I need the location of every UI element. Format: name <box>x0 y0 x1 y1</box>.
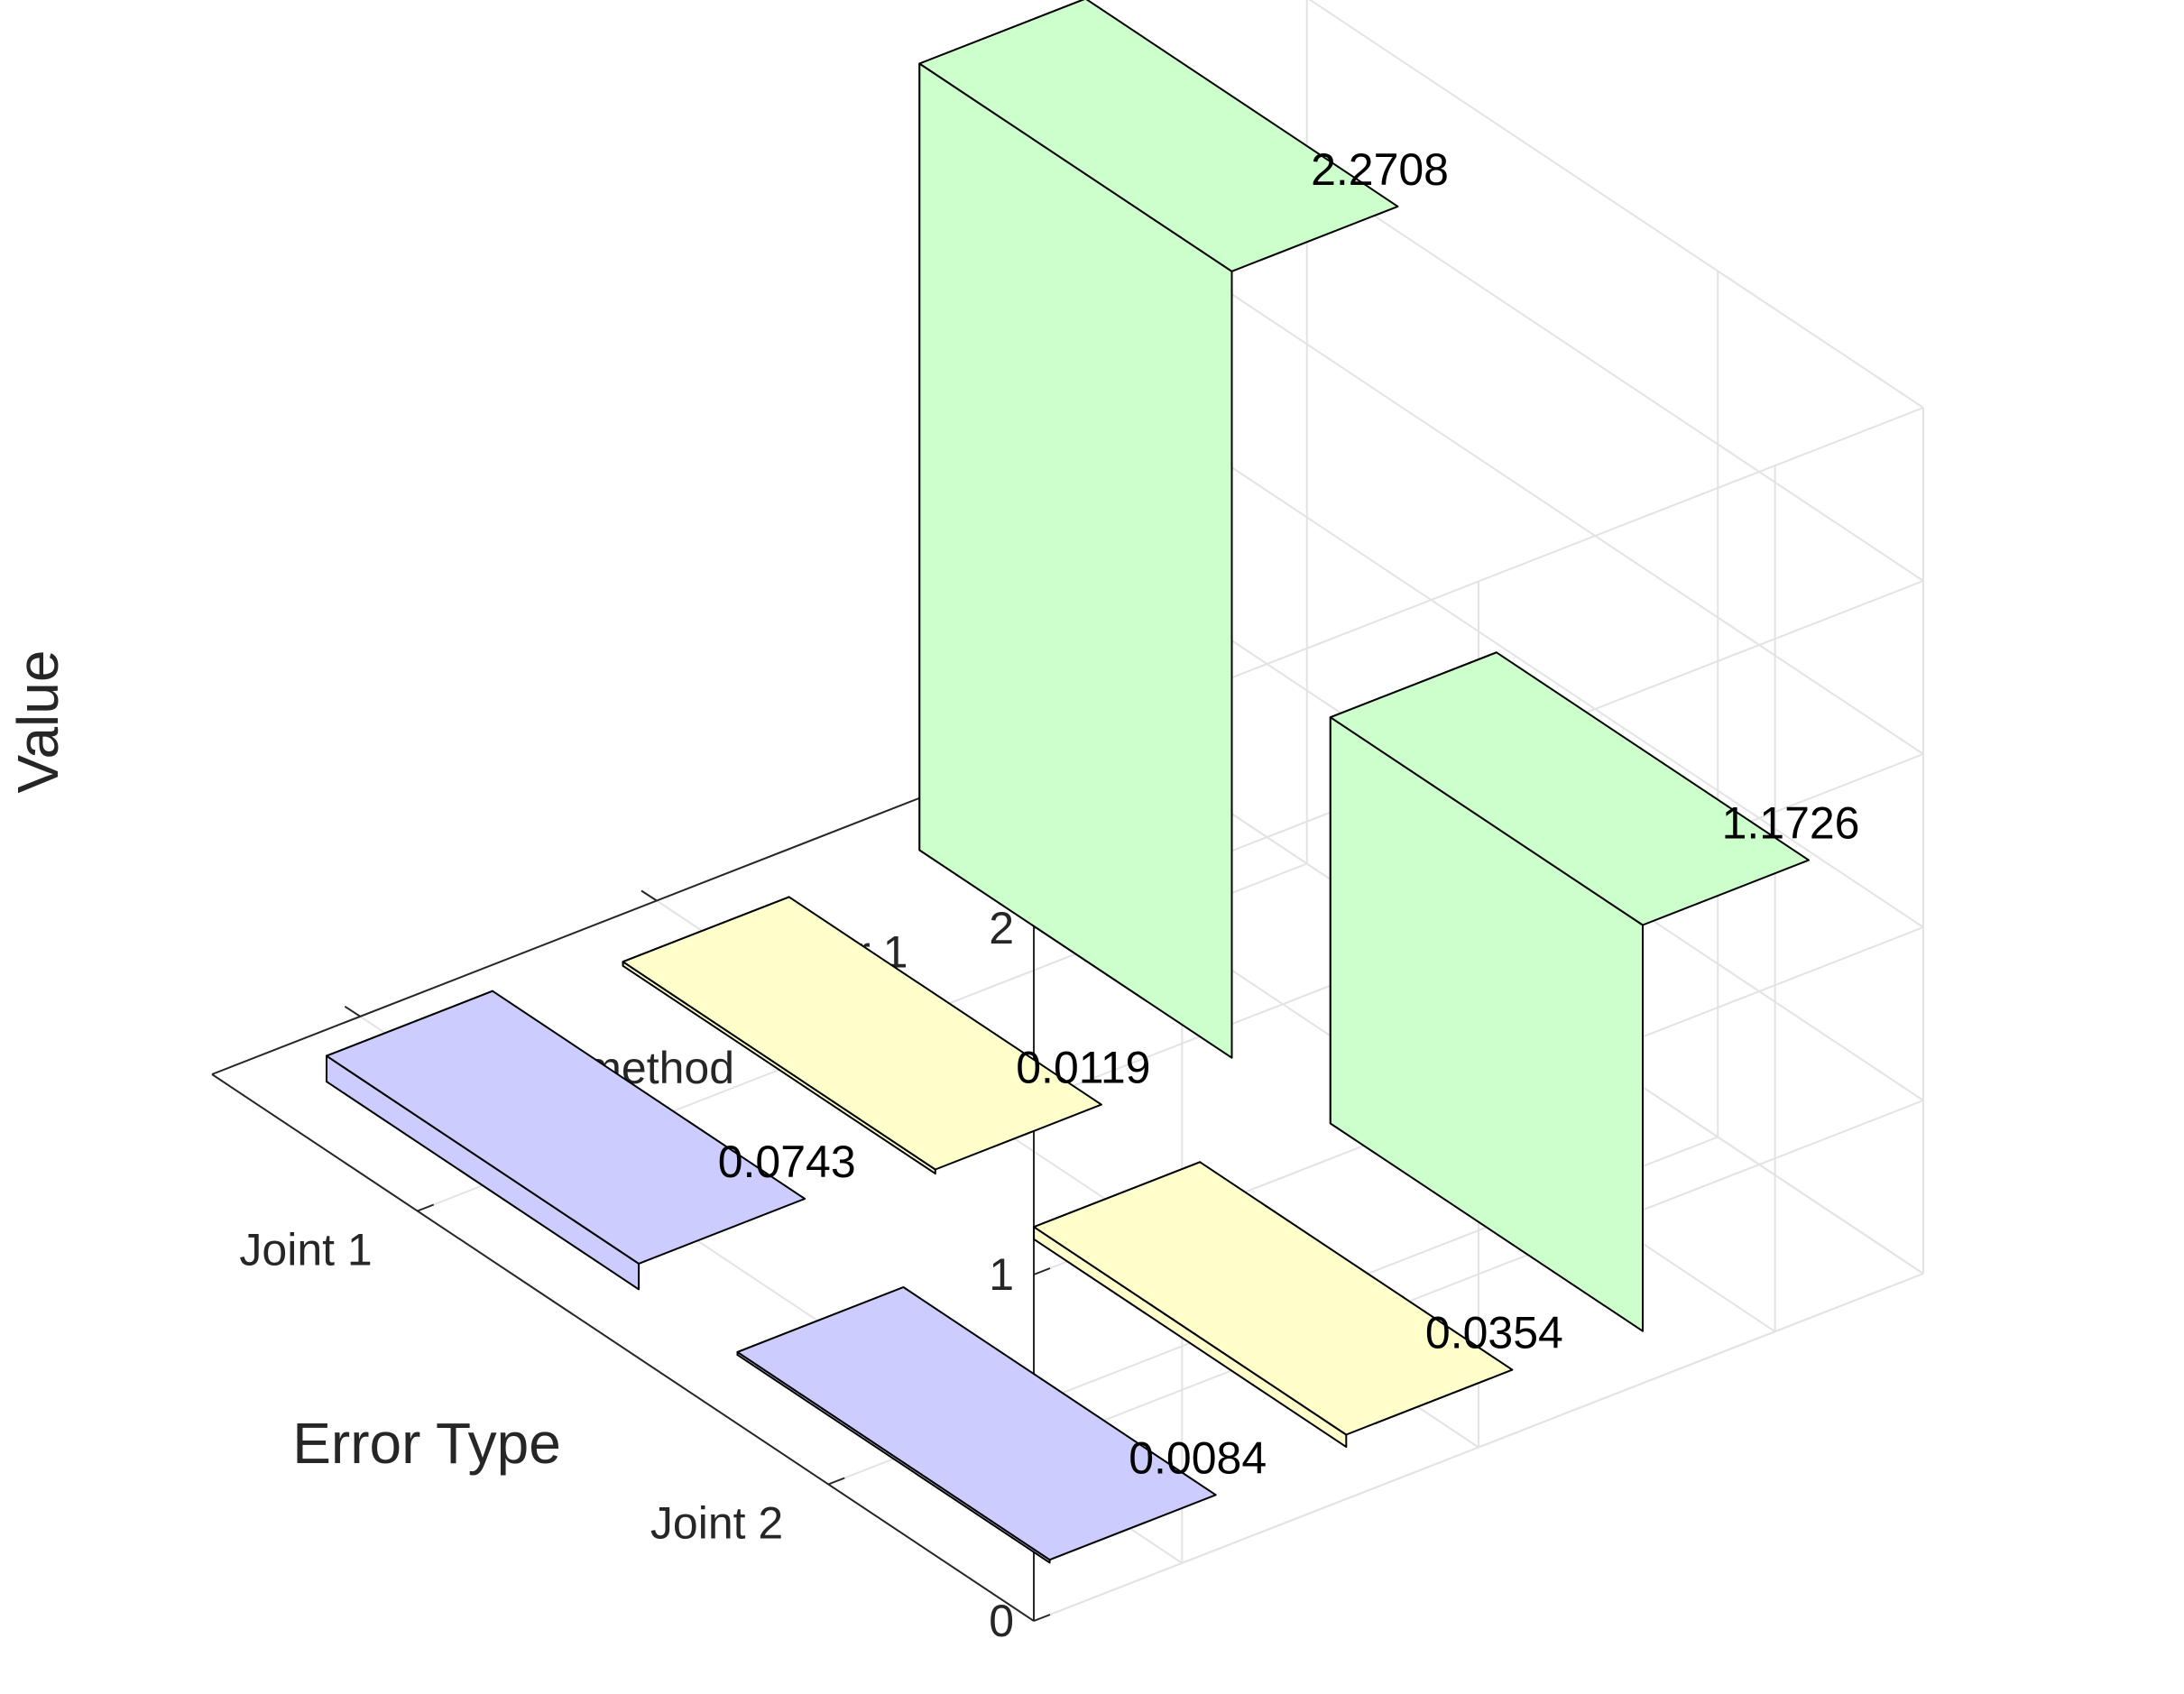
bar-top-face <box>918 0 1399 272</box>
y-tick-label-joint-2: Joint 2 <box>650 1498 783 1549</box>
data-label-controller-1-joint-1: 0.0119 <box>1016 1043 1150 1093</box>
z-tick-mark <box>1033 1267 1051 1275</box>
y-axis-line <box>211 1073 1035 1622</box>
bar-top-face <box>1329 651 1810 926</box>
y-axis-label: Error Type <box>292 1411 561 1476</box>
y-tick-mark <box>827 1477 845 1486</box>
z-gridline-side <box>1308 0 1924 409</box>
bar-proposed-method-joint-1 <box>326 990 806 1291</box>
x-tick-mark <box>640 889 658 902</box>
bar-controller-2-joint-2 <box>1329 651 1810 1332</box>
bar-top-face <box>736 1286 1217 1561</box>
y-tick-label-joint-1: Joint 1 <box>239 1225 372 1275</box>
x-tick-mark <box>344 1005 361 1017</box>
bar-proposed-method-joint-2 <box>736 1286 1217 1564</box>
z-gridline-side <box>1101 207 1924 755</box>
bar-top-face <box>326 990 806 1265</box>
z-tick-label: 2 <box>989 903 1014 953</box>
bar-controller-2-joint-1 <box>918 0 1399 1059</box>
z-axis-label: Value <box>5 650 70 794</box>
data-label-proposed-method-joint-2: 0.0084 <box>1129 1432 1267 1483</box>
bar-controller-1-joint-2 <box>1033 1161 1514 1449</box>
bar-layer <box>326 0 1810 1564</box>
data-label-proposed-method-joint-1: 0.0743 <box>718 1137 856 1187</box>
data-label-controller-2-joint-1: 2.2708 <box>1311 144 1449 195</box>
y-tick-mark <box>417 1203 435 1212</box>
label-layer: 0.0743 0.0084 0.0119 0.0354 2.2708 1.1726 <box>718 144 1860 1483</box>
data-label-controller-1-joint-2: 0.0354 <box>1425 1308 1563 1358</box>
bar-top-face <box>622 896 1102 1171</box>
bar-controller-1-joint-1 <box>622 896 1102 1175</box>
z-tick-mark <box>1033 1614 1051 1622</box>
bar-top-face <box>1033 1161 1514 1436</box>
floor-back-edge <box>1033 1273 1924 1622</box>
z-tick-label: 1 <box>989 1249 1014 1300</box>
z-gridline-side <box>1101 380 1924 928</box>
data-label-controller-2-joint-2: 1.1726 <box>1722 798 1860 849</box>
z-tick-label: 0 <box>989 1596 1014 1646</box>
